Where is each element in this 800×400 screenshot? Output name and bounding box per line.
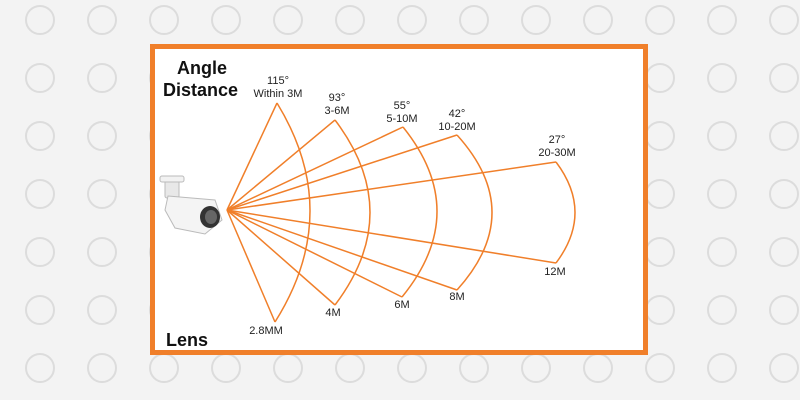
beam-top-line (226, 134, 458, 211)
beam-arc (401, 126, 438, 298)
pattern-camera-icon (707, 295, 737, 325)
angle-value: 55° (393, 100, 411, 112)
pattern-camera-icon (645, 353, 675, 383)
angle-distance-label: 42°10-20M (438, 108, 475, 134)
lens-label: 12M (544, 266, 566, 278)
pattern-camera-icon (769, 121, 799, 151)
angle-distance-label: 55°5-10M (386, 100, 417, 126)
beam-bottom-line (226, 209, 403, 298)
beam-arc (555, 161, 576, 264)
beam-bottom-line (226, 209, 458, 291)
beam-top-line (226, 119, 336, 211)
angle-heading: Angle (177, 58, 228, 78)
lens-label: 2.8MM (249, 325, 283, 337)
beam-arc (334, 119, 371, 306)
pattern-camera-icon (87, 63, 117, 93)
pattern-camera-icon (583, 5, 613, 35)
beam-top-line (226, 126, 404, 211)
angle-distance-label: 93°3-6M (324, 92, 349, 118)
pattern-camera-icon (769, 295, 799, 325)
lens-heading: Lens (166, 330, 209, 350)
diagram-frame (150, 44, 648, 355)
pattern-camera-icon (25, 237, 55, 267)
angle-distance-label: 115°Within 3M (254, 75, 303, 101)
pattern-camera-icon (25, 295, 55, 325)
distance-value: 20-30M (538, 147, 576, 159)
distance-value: Within 3M (253, 88, 303, 100)
distance-value: 5-10M (386, 113, 418, 125)
pattern-camera-icon (87, 237, 117, 267)
pattern-camera-icon (211, 5, 241, 35)
pattern-camera-icon (521, 5, 551, 35)
angle-value: 93° (328, 92, 346, 104)
pattern-camera-icon (769, 63, 799, 93)
pattern-camera-icon (769, 5, 799, 35)
pattern-camera-icon (707, 121, 737, 151)
lens-label: 6M (394, 299, 410, 311)
pattern-camera-icon (769, 179, 799, 209)
beam-bottom-line (226, 209, 276, 323)
beam-top-line (226, 161, 557, 211)
pattern-camera-icon (769, 353, 799, 383)
camera-icon (159, 175, 223, 235)
lens-label: 8M (449, 291, 465, 303)
pattern-camera-icon (87, 121, 117, 151)
beam-top-line (226, 102, 278, 211)
pattern-camera-icon (87, 353, 117, 383)
beam-arc (274, 102, 311, 323)
angle-value: 115° (267, 75, 289, 87)
pattern-camera-icon (25, 179, 55, 209)
angle-value: 27° (548, 134, 566, 146)
pattern-camera-icon (25, 121, 55, 151)
pattern-camera-icon (87, 179, 117, 209)
angle-value: 42° (448, 108, 466, 120)
pattern-camera-icon (273, 5, 303, 35)
lens-label: 4M (325, 307, 341, 319)
pattern-camera-icon (25, 5, 55, 35)
pattern-camera-icon (707, 353, 737, 383)
pattern-camera-icon (25, 63, 55, 93)
beam-bottom-line (226, 209, 557, 264)
beam-bottom-line (226, 209, 336, 306)
distance-heading: Distance (163, 80, 239, 100)
pattern-camera-icon (769, 237, 799, 267)
angle-distance-label: 27°20-30M (538, 134, 575, 160)
pattern-camera-icon (149, 5, 179, 35)
pattern-camera-icon (707, 5, 737, 35)
pattern-camera-icon (397, 5, 427, 35)
pattern-camera-icon (87, 5, 117, 35)
pattern-camera-icon (87, 295, 117, 325)
pattern-camera-icon (335, 5, 365, 35)
pattern-camera-icon (707, 63, 737, 93)
distance-value: 10-20M (438, 121, 476, 133)
pattern-camera-icon (707, 179, 737, 209)
pattern-camera-icon (645, 5, 675, 35)
pattern-camera-icon (707, 237, 737, 267)
distance-value: 3-6M (324, 105, 350, 117)
pattern-camera-icon (459, 5, 489, 35)
beam-arc (456, 134, 493, 291)
pattern-camera-icon (25, 353, 55, 383)
